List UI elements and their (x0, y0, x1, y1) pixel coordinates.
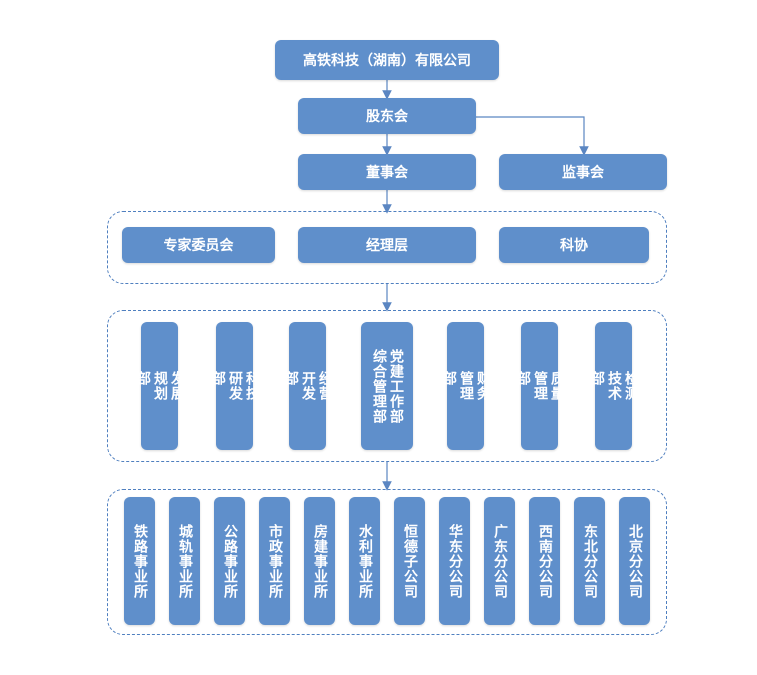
unit-guangdong-branch: 广东分公司 (484, 497, 515, 625)
department-technology-rd: 科技 研发 部 (210, 322, 260, 450)
company-label: 高铁科技（湖南）有限公司 (303, 53, 471, 69)
unit-east-china-branch: 华东分公司 (439, 497, 470, 625)
department-label: 质量 管理 部 (515, 371, 565, 401)
unit-label: 西南分公司 (537, 523, 553, 599)
department-quality: 质量 管理 部 (515, 322, 565, 450)
management-science-association: 科协 (499, 227, 649, 263)
unit-water-conservancy: 水利事业所 (349, 497, 380, 625)
department-finance: 财务 管理 部 (441, 322, 491, 450)
unit-label: 市政事业所 (267, 523, 283, 599)
shareholders-label: 股东会 (366, 109, 408, 125)
unit-highway: 公路事业所 (214, 497, 245, 625)
department-label: 经营 开发 部 (283, 371, 333, 401)
unit-beijing-branch: 北京分公司 (619, 497, 650, 625)
management-label: 经理层 (366, 238, 408, 254)
unit-building: 房建事业所 (304, 497, 335, 625)
management-group (107, 211, 667, 284)
management-managers: 经理层 (298, 227, 476, 263)
supervisors-label: 监事会 (562, 165, 604, 181)
unit-hengde-subsidiary: 恒德子公司 (394, 497, 425, 625)
department-business-development: 经营 开发 部 (283, 322, 333, 450)
unit-label: 房建事业所 (312, 523, 328, 599)
department-label: 财务 管理 部 (441, 371, 491, 401)
unit-label: 广东分公司 (492, 523, 508, 599)
supervisors-box: 监事会 (499, 154, 667, 190)
units-group (107, 489, 667, 635)
unit-northeast-branch: 东北分公司 (574, 497, 605, 625)
unit-urban-rail: 城轨事业所 (169, 497, 200, 625)
unit-label: 北京分公司 (627, 523, 643, 599)
unit-label: 公路事业所 (222, 523, 238, 599)
unit-label: 铁路事业所 (132, 523, 148, 599)
department-label: 检测 技术 部 (589, 371, 639, 401)
company-box: 高铁科技（湖南）有限公司 (275, 40, 499, 80)
board-box: 董事会 (298, 154, 476, 190)
unit-label: 东北分公司 (582, 523, 598, 599)
management-label: 专家委员会 (163, 238, 234, 254)
department-label: 发展 规划 部 (135, 371, 185, 401)
management-label: 科协 (560, 238, 588, 254)
department-testing-technology: 检测 技术 部 (589, 322, 639, 450)
department-party-general-management: 党建工作部 综合管理部 (361, 322, 413, 450)
unit-label: 华东分公司 (447, 523, 463, 599)
department-label: 科技 研发 部 (210, 371, 260, 401)
unit-railway: 铁路事业所 (124, 497, 155, 625)
management-expert-committee: 专家委员会 (122, 227, 275, 263)
departments-group (107, 310, 667, 462)
unit-label: 城轨事业所 (177, 523, 193, 599)
unit-label: 水利事业所 (357, 523, 373, 599)
unit-municipal: 市政事业所 (259, 497, 290, 625)
unit-label: 恒德子公司 (402, 523, 418, 599)
department-label: 党建工作部 综合管理部 (371, 348, 404, 424)
unit-southwest-branch: 西南分公司 (529, 497, 560, 625)
board-label: 董事会 (366, 165, 408, 181)
shareholders-box: 股东会 (298, 98, 476, 134)
line-shareholders-to-supervisors (476, 116, 589, 156)
department-development-planning: 发展 规划 部 (135, 322, 185, 450)
